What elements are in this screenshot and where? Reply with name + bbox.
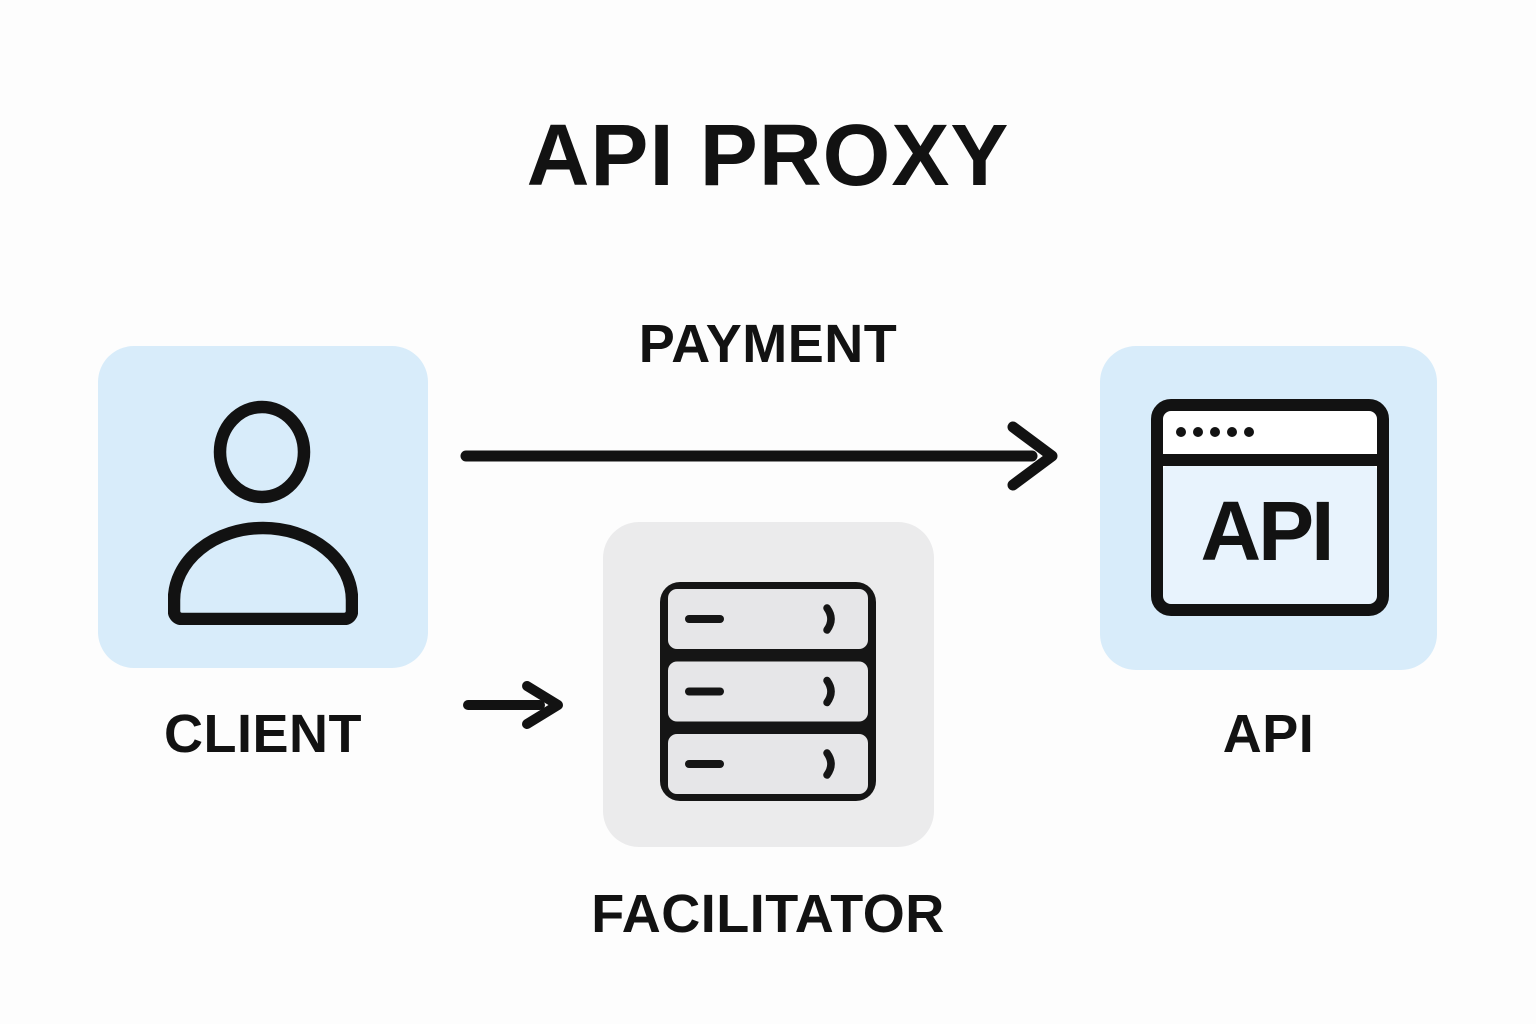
node-facilitator (603, 522, 934, 847)
payment-arrow-label: PAYMENT (638, 314, 898, 374)
node-api: API (1100, 346, 1437, 670)
client-to-facilitator-arrow (463, 681, 563, 729)
diagram-title: API PROXY (526, 107, 1010, 204)
node-client (98, 346, 428, 668)
browser-window-api-text: API (1200, 484, 1331, 578)
user-icon (168, 400, 358, 625)
server-stack-icon (660, 582, 876, 801)
browser-dots-icon (1176, 427, 1254, 437)
payment-arrow (460, 421, 1058, 491)
node-api-label: API (1222, 704, 1315, 764)
node-client-label: CLIENT (164, 704, 362, 764)
node-facilitator-label: FACILITATOR (591, 884, 945, 944)
browser-window-icon: API (1151, 399, 1389, 616)
